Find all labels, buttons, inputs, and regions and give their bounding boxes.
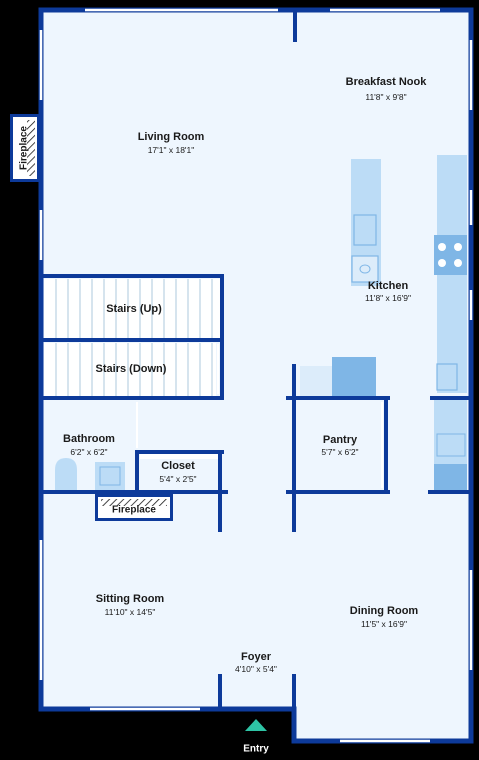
pantry-name: Pantry <box>323 434 358 446</box>
refrigerator-icon <box>332 357 376 396</box>
kitchen-fixtures <box>300 155 467 490</box>
living-fireplace-label: Fireplace <box>19 126 30 170</box>
living-room-name: Living Room <box>138 131 205 143</box>
kitchen-name: Kitchen <box>368 280 409 292</box>
dishwasher-icon <box>351 255 379 283</box>
living-room-dims: 17'1" x 18'1" <box>148 145 195 155</box>
bathroom-fixtures <box>55 458 125 490</box>
dining-room-name: Dining Room <box>350 605 419 617</box>
cooktop-icon <box>434 235 467 275</box>
windows <box>39 8 473 743</box>
foyer-dims: 4'10" x 5'4" <box>235 664 277 674</box>
kitchen-dims: 11'8" x 16'9" <box>365 293 411 303</box>
oven-icon <box>436 363 458 391</box>
closet-shelf <box>140 454 218 459</box>
dining-room-dims: 11'5" x 16'9" <box>361 619 407 629</box>
room-labels: Breakfast Nook 11'8" x 9'8" Living Room … <box>63 76 427 674</box>
toilet-icon <box>55 458 77 490</box>
entry-arrow-icon <box>245 719 267 731</box>
outer-walls <box>38 7 474 744</box>
closet-dims: 5'4" x 2'5" <box>159 474 196 484</box>
entry[interactable]: Entry <box>243 719 269 755</box>
bathroom-dims: 6'2" x 6'2" <box>70 447 107 457</box>
sitting-room-name: Sitting Room <box>96 593 165 605</box>
breakfast-nook-dims: 11'8" x 9'8" <box>365 92 406 102</box>
door-jambs <box>136 344 383 488</box>
entry-label: Entry <box>243 744 269 755</box>
stairs-down <box>44 343 216 396</box>
stairs-up-name: Stairs (Up) <box>106 303 162 315</box>
pantry-dims: 5'7" x 6'2" <box>321 447 358 457</box>
sitting-room-dims: 11'10" x 14'5" <box>105 607 156 617</box>
sitting-fireplace: Fireplace <box>95 494 173 521</box>
sitting-fireplace-label: Fireplace <box>112 505 156 516</box>
foyer-name: Foyer <box>241 651 272 663</box>
stairs-up <box>44 279 220 338</box>
island-sink-icon <box>353 214 377 246</box>
bathroom-name: Bathroom <box>63 433 115 445</box>
breakfast-nook-name: Breakfast Nook <box>346 76 428 88</box>
closet-name: Closet <box>161 460 195 472</box>
stairs-down-name: Stairs (Down) <box>96 363 167 375</box>
living-fireplace: Fireplace <box>10 114 40 182</box>
interior-walls <box>39 10 473 711</box>
